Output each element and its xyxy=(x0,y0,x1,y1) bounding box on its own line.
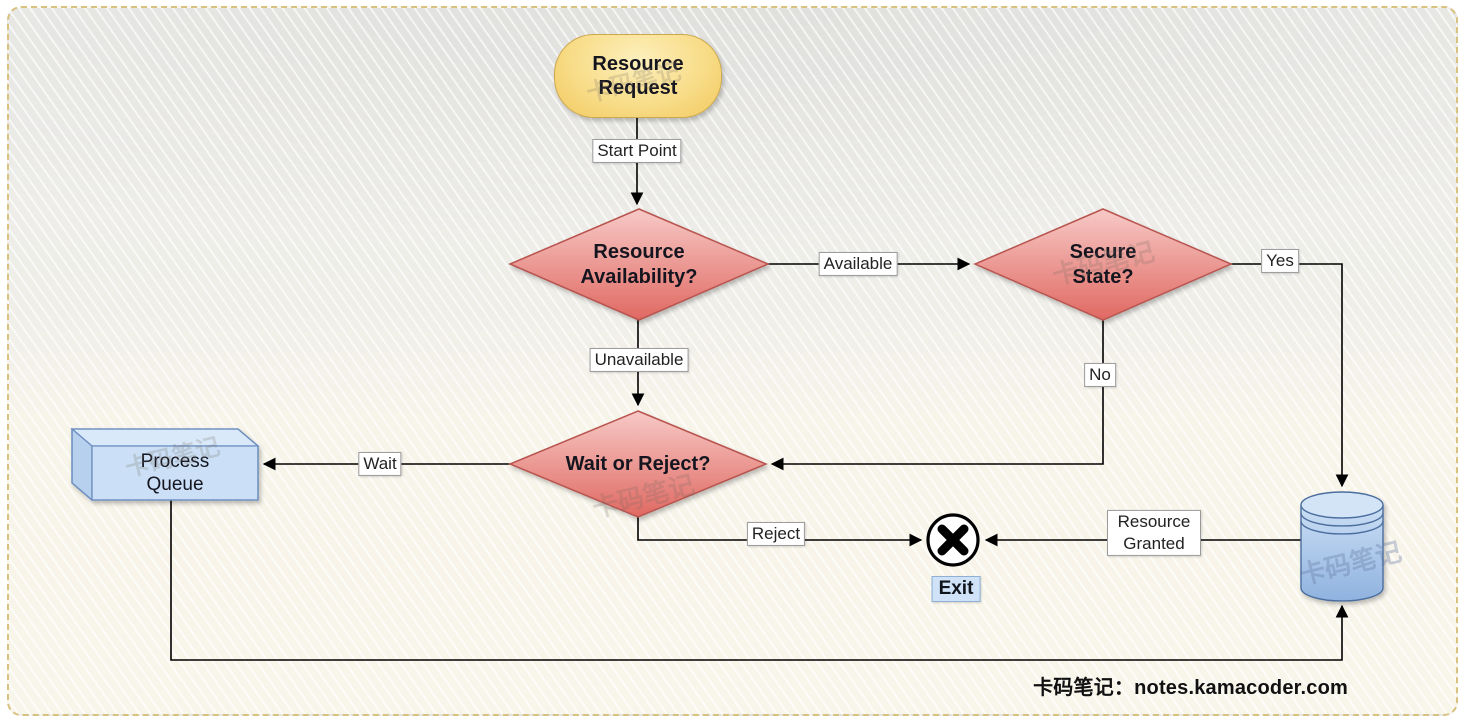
node-start: Resource Request xyxy=(554,34,722,118)
exit-x-icon xyxy=(926,513,980,567)
edge-queue-loop-line xyxy=(170,500,1349,661)
node-secure: Secure State? xyxy=(975,209,1231,320)
paper-background xyxy=(7,6,1458,716)
node-start-label: Resource Request xyxy=(592,52,684,99)
database-cylinder-shape xyxy=(1300,491,1384,602)
exit-label: Exit xyxy=(931,576,981,602)
node-wait-or-reject-label: Wait or Reject? xyxy=(565,452,711,475)
edge-label-no: No xyxy=(1084,362,1116,388)
decision-secure-shape xyxy=(973,208,1233,321)
edge-label-available: Available xyxy=(818,251,898,277)
edge-yes-line xyxy=(1231,263,1349,488)
node-secure-label: Secure State? xyxy=(1069,241,1137,288)
edge-no-line xyxy=(770,320,1104,471)
edge-label-resource-granted: Resource Granted xyxy=(1107,509,1201,557)
node-process-queue: Process Queue xyxy=(92,446,258,500)
decision-availability-shape xyxy=(508,208,770,321)
edge-label-start-point: Start Point xyxy=(592,138,682,164)
node-wait-or-reject: Wait or Reject? xyxy=(510,411,766,517)
node-availability: Resource Availability? xyxy=(510,209,768,320)
node-process-queue-label: Process Queue xyxy=(140,450,210,495)
edge-label-wait: Wait xyxy=(358,451,402,477)
edge-reject-line xyxy=(637,517,923,547)
node-availability-label: Resource Availability? xyxy=(580,241,698,288)
edge-label-unavailable: Unavailable xyxy=(589,347,689,373)
process-queue-shape xyxy=(70,427,260,502)
site-footer: 卡码笔记：notes.kamacoder.com xyxy=(1033,677,1348,699)
decision-wait-or-reject-shape xyxy=(508,410,768,518)
edge-label-yes: Yes xyxy=(1261,248,1299,274)
edge-label-reject: Reject xyxy=(746,521,806,547)
